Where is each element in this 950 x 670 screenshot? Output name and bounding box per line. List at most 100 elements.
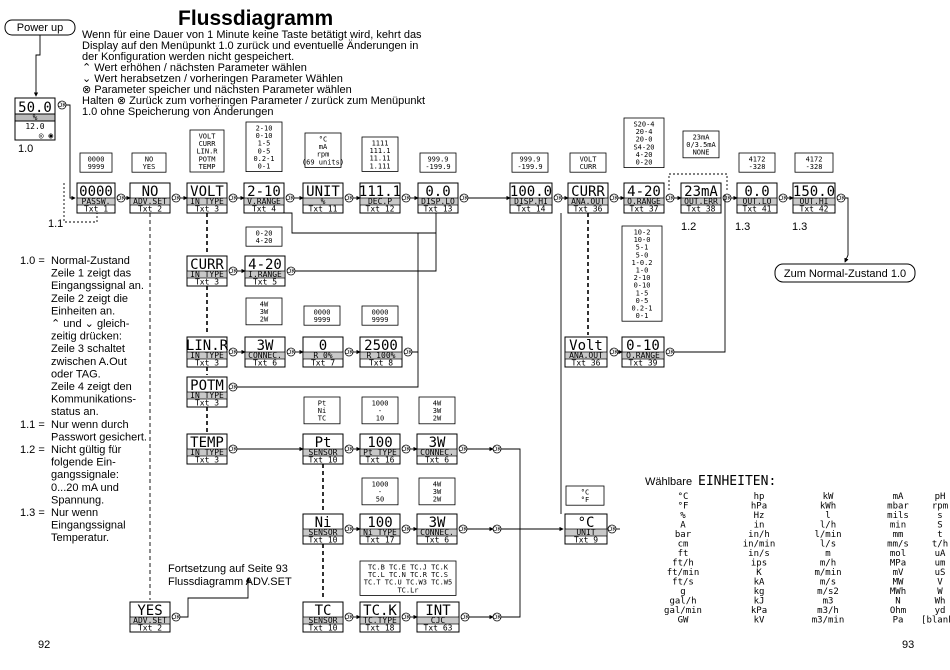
option-line: 4W bbox=[433, 400, 442, 408]
connector bbox=[844, 197, 849, 263]
option-line: 0000 bbox=[314, 309, 331, 317]
option-list-o_nitype: 1000-50 bbox=[361, 477, 399, 506]
box-txt: Txt 6 bbox=[425, 536, 449, 545]
svg-text:OK: OK bbox=[608, 527, 617, 533]
box-label: IN TYPE bbox=[190, 448, 224, 457]
ok-button-icon: OK bbox=[492, 444, 502, 454]
units-title: EINHEITEN: bbox=[698, 474, 776, 489]
box-txt: Txt 8 bbox=[369, 359, 393, 368]
page-number-right: 93 bbox=[902, 639, 914, 651]
unit-entry: S bbox=[937, 521, 942, 531]
ok-button-icon: OK bbox=[460, 612, 470, 622]
ok-button-icon: OK bbox=[609, 347, 619, 357]
intro-line: Wenn für eine Dauer von 1 Minute keine T… bbox=[82, 29, 422, 41]
unit-entry: kJ bbox=[754, 597, 765, 607]
unit-entry: % bbox=[680, 511, 686, 521]
unit-entry: kA bbox=[754, 578, 765, 588]
box-txt: Txt 4 bbox=[252, 205, 276, 214]
power-up-box bbox=[4, 19, 76, 36]
ok-button-icon: OK bbox=[458, 524, 468, 534]
page-number-left: 92 bbox=[38, 639, 50, 651]
box-txt: Txt 3 bbox=[195, 399, 219, 408]
option-line: TC.Lr bbox=[397, 586, 418, 594]
option-line: 0000 bbox=[88, 156, 105, 164]
box-value: 4-20 bbox=[248, 257, 282, 273]
option-line: °F bbox=[581, 496, 589, 504]
unit-entry: t bbox=[937, 530, 942, 540]
unit-entry: m3 bbox=[823, 597, 834, 607]
box-label: OUT.ERR bbox=[684, 197, 718, 206]
option-line: 1000 bbox=[372, 400, 389, 408]
box-label: I.RANGE bbox=[248, 270, 282, 279]
ok-button-icon: OK bbox=[344, 193, 354, 203]
box-txt: Txt 63 bbox=[424, 624, 453, 633]
box-label: CONNEC. bbox=[420, 448, 454, 457]
option-line: 9999 bbox=[88, 163, 105, 171]
ok-button-icon: OK bbox=[344, 444, 354, 454]
ok-button-icon: OK bbox=[286, 266, 296, 276]
box-txt: Txt 6 bbox=[425, 456, 449, 465]
connector bbox=[63, 183, 98, 223]
ok-button-icon: OK bbox=[722, 193, 732, 203]
svg-text:OK: OK bbox=[58, 103, 67, 109]
unit-entry: MPa bbox=[890, 559, 906, 569]
svg-text:OK: OK bbox=[493, 447, 502, 453]
option-line: 0-1 bbox=[258, 163, 271, 171]
ok-button-icon: OK bbox=[609, 193, 619, 203]
option-line: TEMP bbox=[199, 163, 216, 171]
unit-entry: kg bbox=[754, 587, 765, 597]
unit-entry: kPa bbox=[751, 606, 767, 616]
box-txt: Txt 7 bbox=[311, 359, 335, 368]
connector bbox=[295, 195, 437, 272]
svg-text:OK: OK bbox=[229, 350, 238, 356]
unit-entry: rpm bbox=[932, 502, 948, 512]
box-label: IN TYPE bbox=[190, 270, 224, 279]
ref-1-3-a: 1.3 bbox=[735, 221, 750, 233]
option-line: 2W bbox=[433, 496, 442, 504]
unit-entry: kW bbox=[823, 492, 834, 502]
ok-button-icon: OK bbox=[401, 524, 411, 534]
menu-box-r0: 0R 0%Txt 7 bbox=[302, 336, 344, 368]
box-label: CONNEC. bbox=[420, 528, 454, 537]
box-txt: Txt 2 bbox=[138, 624, 162, 633]
note-line: Zeile 3 schaltet bbox=[51, 343, 125, 355]
box-label: % bbox=[321, 197, 326, 206]
option-line: CURR bbox=[199, 140, 217, 148]
continue-line-1: Fortsetzung auf Seite 93 bbox=[168, 563, 288, 575]
option-line: 111.1 bbox=[369, 147, 390, 155]
unit-entry: in/s bbox=[748, 549, 770, 559]
option-line: Ni bbox=[318, 407, 326, 415]
back-to-normal-box bbox=[774, 263, 916, 283]
option-line: °C bbox=[319, 136, 327, 144]
unit-entry: °C bbox=[678, 492, 689, 502]
svg-text:OK: OK bbox=[345, 615, 354, 621]
option-line: NO bbox=[145, 156, 153, 164]
unit-entry: in/h bbox=[748, 530, 770, 540]
unit-entry: mA bbox=[893, 492, 904, 502]
box-label: SENSOR bbox=[309, 616, 338, 625]
box-txt: Txt 9 bbox=[574, 536, 598, 545]
unit-entry: bar bbox=[675, 530, 692, 540]
box-value: 0.0 bbox=[425, 184, 450, 200]
option-list-o_displo: 999.9-199.9 bbox=[419, 152, 457, 173]
option-line: TC.B TC.E TC.J TC.K bbox=[368, 564, 449, 572]
connector bbox=[180, 577, 251, 618]
connector bbox=[668, 173, 728, 190]
option-line: 1-5 bbox=[636, 289, 649, 297]
option-lists: 00009999NOYESVOLTCURRLIN.RPOTMTEMP2-100-… bbox=[79, 117, 834, 596]
svg-text:OK: OK bbox=[610, 350, 619, 356]
option-line: 4172 bbox=[806, 156, 823, 164]
unit-entry: mm bbox=[893, 530, 904, 540]
